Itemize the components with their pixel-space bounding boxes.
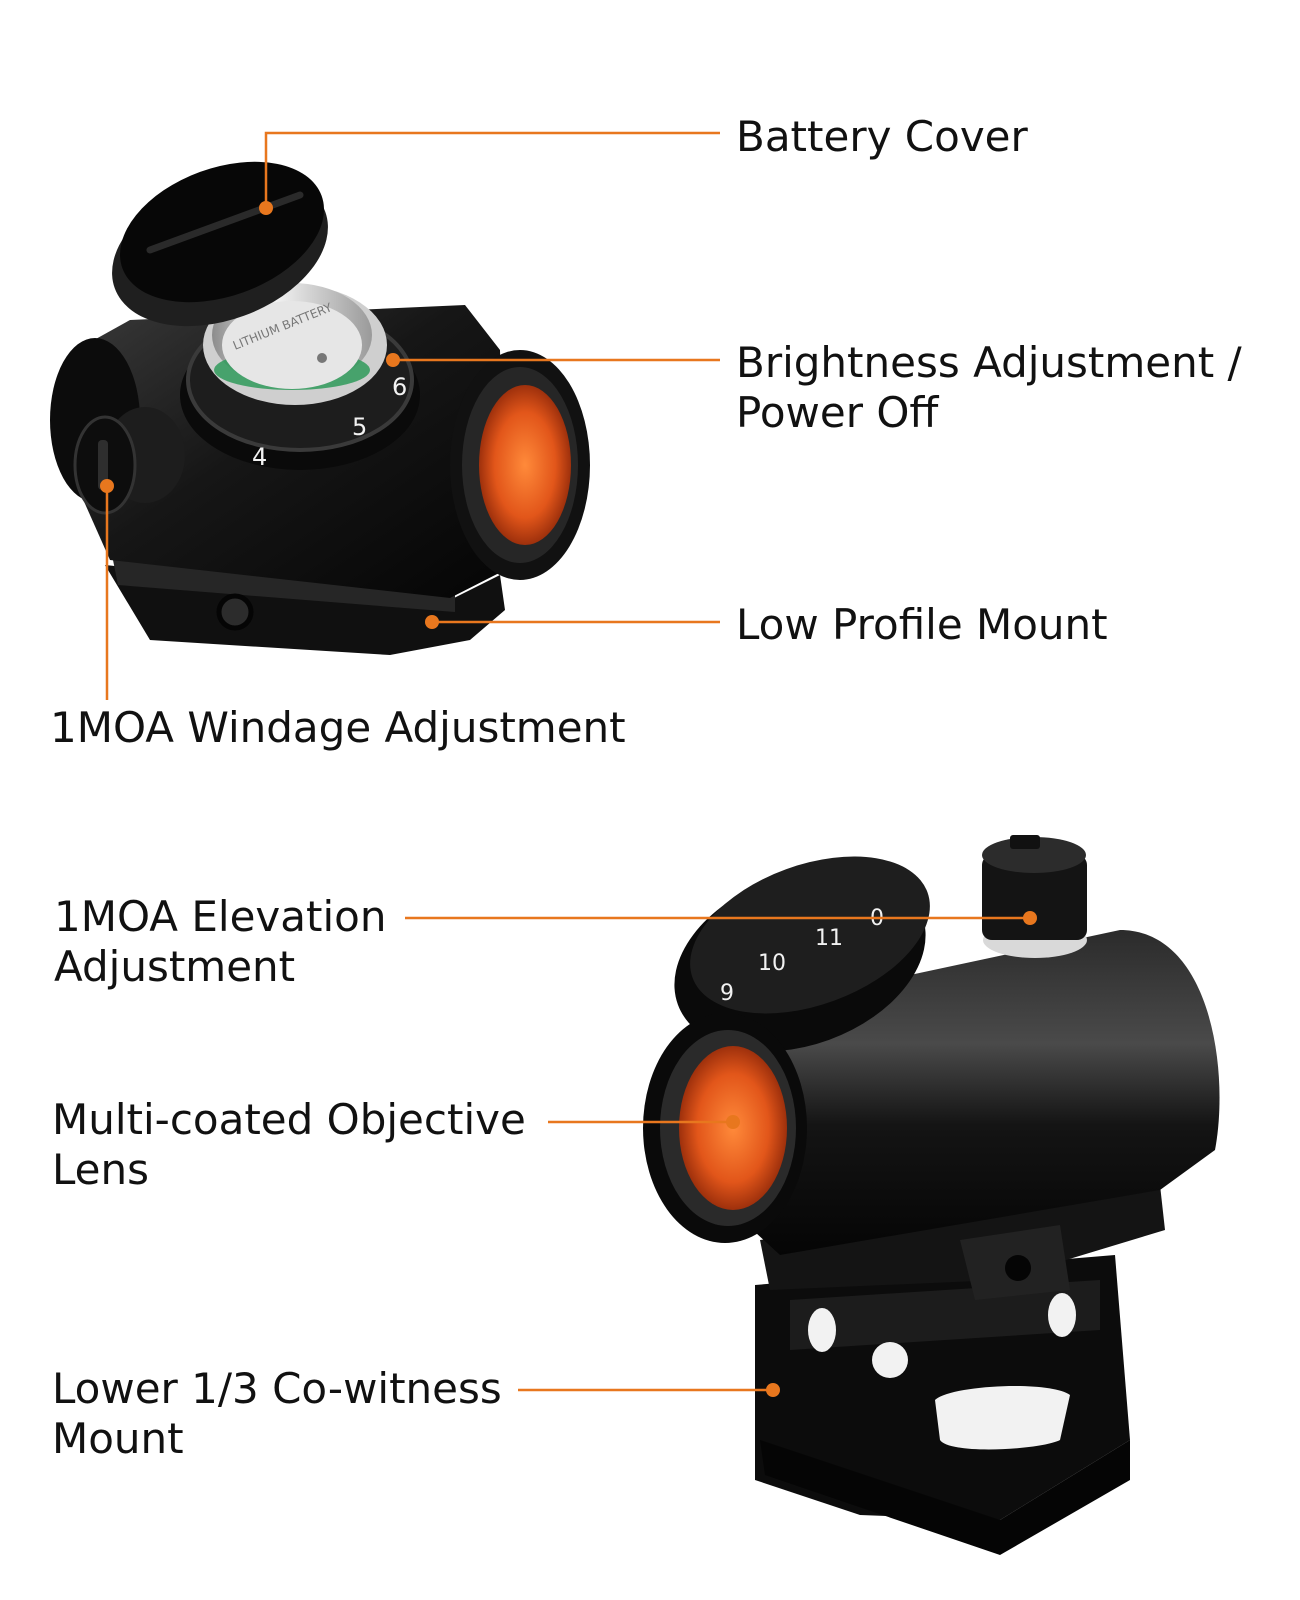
dial-mark-11: 11 — [815, 926, 843, 951]
label-cowitness-line2: Mount — [52, 1414, 184, 1463]
label-objective-line1: Multi-coated Objective — [52, 1095, 526, 1144]
orange-dot-icon — [259, 201, 273, 215]
label-cowitness-mount: Lower 1/3 Co-witness Mount — [52, 1364, 502, 1464]
top-objective-lens — [450, 350, 590, 580]
battery-cover — [112, 161, 328, 327]
top-sight: LITHIUM BATTERY 4 5 6 — [50, 161, 590, 655]
cowitness-riser-mount — [755, 1255, 1130, 1555]
leader-dots — [100, 201, 1037, 1397]
dial-mark-4: 4 — [252, 443, 267, 471]
label-brightness-line1: Brightness Adjustment / — [736, 338, 1242, 387]
elevation-knob — [982, 835, 1087, 958]
label-objective-line2: Lens — [52, 1145, 150, 1194]
dial-mark-9: 9 — [720, 981, 734, 1006]
bottom-objective-lens — [643, 1013, 807, 1243]
orange-dot-icon — [766, 1383, 780, 1397]
label-windage-adjustment: 1MOA Windage Adjustment — [50, 703, 626, 752]
orange-dot-icon — [100, 479, 114, 493]
label-low-profile-mount: Low Profile Mount — [736, 600, 1108, 649]
orange-dot-icon — [386, 353, 400, 367]
label-elevation-line1: 1MOA Elevation — [54, 892, 387, 941]
orange-dot-icon — [1023, 911, 1037, 925]
label-battery-cover: Battery Cover — [736, 112, 1028, 161]
bottom-sight: 9 10 11 0 — [643, 835, 1220, 1555]
label-objective-lens: Multi-coated Objective Lens — [52, 1095, 526, 1195]
label-elevation-adjustment: 1MOA Elevation Adjustment — [54, 892, 386, 992]
orange-dot-icon — [726, 1115, 740, 1129]
label-elevation-line2: Adjustment — [54, 942, 296, 991]
mount-screw-hole — [216, 593, 254, 631]
orange-dot-icon — [425, 615, 439, 629]
elevation-dial: 9 10 11 0 — [674, 856, 930, 1052]
label-cowitness-line1: Lower 1/3 Co-witness — [52, 1364, 502, 1413]
brightness-dial: LITHIUM BATTERY 4 5 6 — [180, 283, 420, 471]
leader-battery-cover — [264, 131, 720, 208]
label-brightness-adjustment: Brightness Adjustment / Power Off — [736, 338, 1242, 438]
leader-lines — [105, 131, 1030, 1392]
windage-knob — [73, 407, 185, 515]
dial-mark-6: 6 — [392, 373, 407, 401]
dial-mark-10: 10 — [758, 951, 786, 976]
label-brightness-line2: Power Off — [736, 388, 939, 437]
dial-mark-5: 5 — [352, 413, 367, 441]
